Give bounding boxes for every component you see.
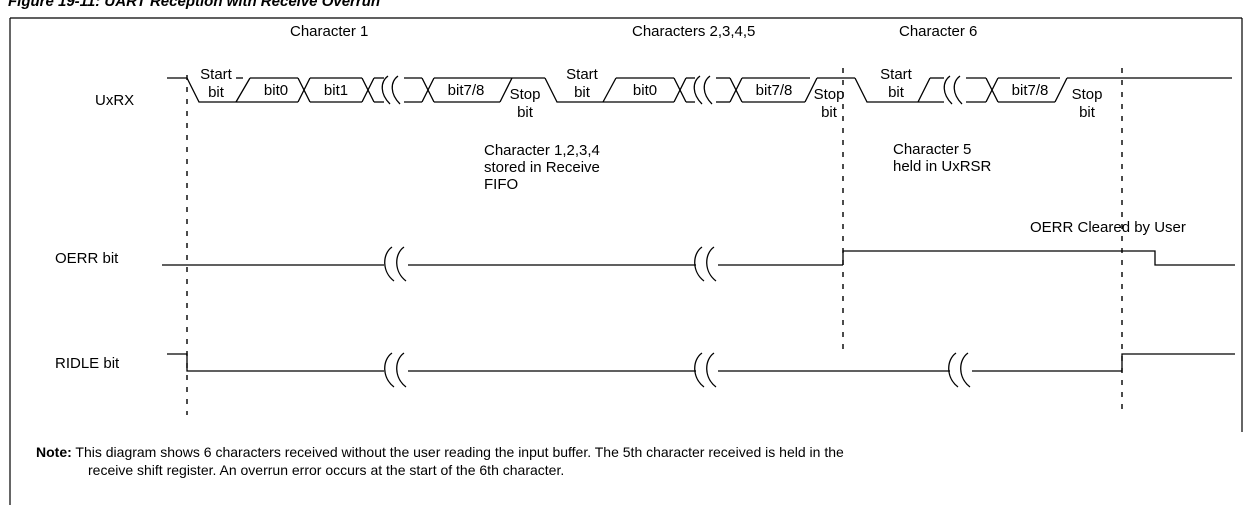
ridle-waveform: [167, 352, 1235, 388]
header-character-1: Character 1: [290, 23, 369, 40]
stored-in-fifo-annotation: Character 1,2,3,4 stored in Receive FIFO: [484, 142, 600, 193]
held-in-uxrsr-annotation: Character 5 held in UxRSR: [893, 141, 992, 175]
uxrx-waveform: [167, 75, 1232, 105]
char2-bit78-label: bit7/8: [755, 82, 793, 99]
char1-bit1-label: bit1: [323, 82, 349, 99]
signal-uxrx-label: UxRX: [95, 92, 135, 109]
char6-bit78-label: bit7/8: [1011, 82, 1049, 99]
figure-title: Figure 19-11: UART Reception with Receiv…: [8, 0, 381, 10]
oerr-cleared-annotation: OERR Cleared by User: [1030, 219, 1186, 236]
note-label: Note:: [36, 444, 72, 460]
note-line-2: receive shift register. An overrun error…: [88, 462, 565, 478]
char1-bit0-label: bit0: [263, 82, 289, 99]
char1-bit78-label: bit7/8: [447, 82, 485, 99]
header-characters-2-5: Characters 2,3,4,5: [632, 23, 756, 40]
diagram-note: Note: This diagram shows 6 characters re…: [36, 443, 1196, 479]
signal-ridle-label: RIDLE bit: [55, 355, 120, 372]
header-character-6: Character 6: [899, 23, 978, 40]
note-line-1: This diagram shows 6 characters received…: [75, 444, 844, 460]
char2-bit0-label: bit0: [632, 82, 658, 99]
signal-oerr-label: OERR bit: [55, 250, 119, 267]
oerr-waveform: [162, 246, 1235, 282]
